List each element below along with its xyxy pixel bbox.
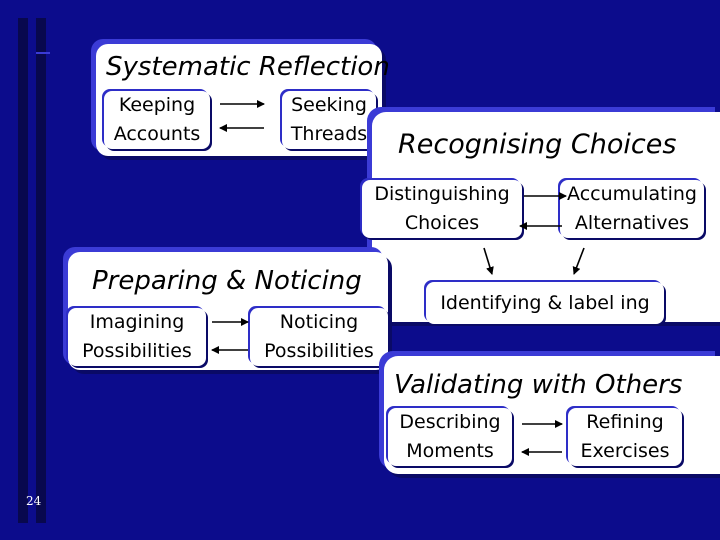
validating-others-title: Validating with Others (394, 370, 683, 400)
recognising-choices-title: Recognising Choices (398, 129, 677, 160)
noticing-possibilities-node: Noticing Possibilities (250, 308, 388, 366)
arrow-distinguishing-to-identifying (483, 247, 494, 275)
node-label-line2: Accounts (113, 123, 201, 145)
node-label-line1: Accumulating (567, 183, 697, 205)
slide-number: 24 (26, 494, 42, 508)
node-label-line2: Alternatives (574, 212, 690, 234)
systematic-reflection-title: Systematic Reflection (106, 52, 390, 82)
node-label-line1: Imagining (89, 311, 185, 333)
identifying-labelling-node: Identifying & label ing (426, 282, 664, 324)
node-label-line2: Exercises (580, 440, 670, 462)
node-label-line1: Distinguishing (374, 183, 510, 205)
node-label-line1: Seeking (291, 94, 367, 116)
node-label-line1: Describing (399, 411, 501, 433)
imagining-possibilities-node: Imagining Possibilities (68, 308, 206, 366)
node-label-line2: Moments (406, 440, 494, 462)
decor-stripe-left (18, 18, 28, 523)
node-label-line2: Possibilities (264, 340, 374, 362)
decor-stripe-right (36, 18, 46, 523)
accumulating-alternatives-node: Accumulating Alternatives (560, 180, 704, 238)
keeping-accounts-node: Keeping Accounts (104, 91, 210, 149)
arrow-accumulating-to-identifying (572, 247, 585, 275)
node-label-line2: Choices (404, 212, 480, 234)
seeking-threads-node: Seeking Threads (282, 91, 376, 149)
decor-stripe-accent (36, 52, 50, 54)
preparing-noticing-title: Preparing & Noticing (92, 266, 362, 296)
node-label-line1: Noticing (279, 311, 359, 333)
node-label-line1: Keeping (118, 94, 196, 116)
node-label-line2: Possibilities (82, 340, 192, 362)
refining-exercises-node: Refining Exercises (568, 408, 682, 466)
node-label: Identifying & label ing (440, 291, 650, 314)
node-label-line2: Threads (290, 123, 368, 145)
distinguishing-choices-node: Distinguishing Choices (362, 180, 522, 238)
describing-moments-node: Describing Moments (388, 408, 512, 466)
node-label-line1: Refining (586, 411, 664, 433)
